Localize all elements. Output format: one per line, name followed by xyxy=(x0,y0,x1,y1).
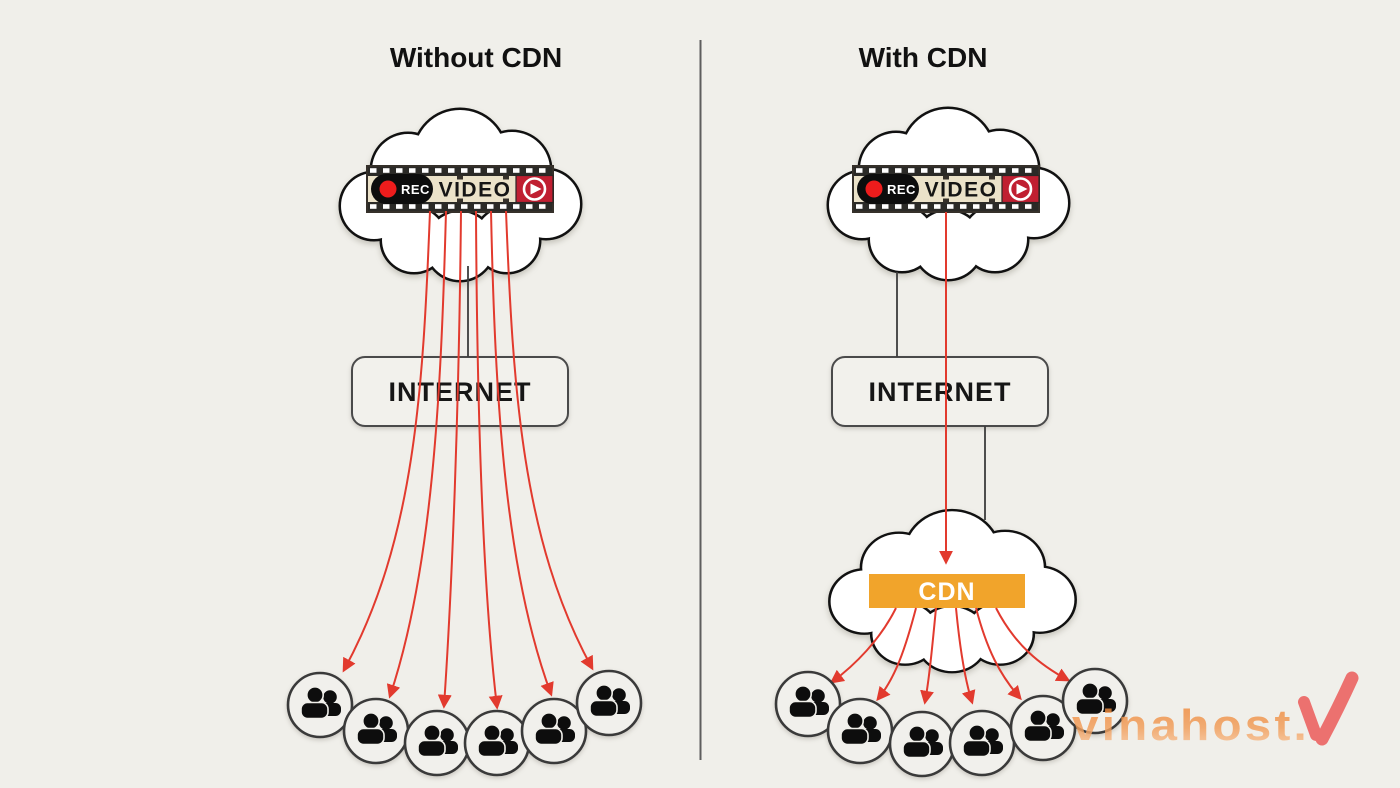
edge-arrow xyxy=(975,607,1022,701)
watermark-check-icon xyxy=(1298,671,1359,746)
user-group-icon xyxy=(577,671,641,735)
cdn-cloud: CDN xyxy=(831,511,1075,671)
left-origin-cloud: REC VIDEO xyxy=(341,110,580,280)
video-label: VIDEO xyxy=(925,179,998,202)
edge-arrow xyxy=(920,607,937,705)
left-internet-node: INTERNET xyxy=(351,356,569,427)
video-label: VIDEO xyxy=(439,179,512,202)
rec-dot-icon xyxy=(865,180,883,198)
rec-label: REC xyxy=(401,182,430,197)
cdn-label: CDN xyxy=(918,578,975,606)
rec-badge: REC xyxy=(371,174,433,204)
rec-dot-icon xyxy=(379,180,397,198)
left-video-film-strip: REC VIDEO xyxy=(365,164,555,214)
cdn-edge-arrows xyxy=(829,607,1071,705)
user-group-icon xyxy=(950,711,1014,775)
stream-arrow xyxy=(386,210,447,699)
internet-label: INTERNET xyxy=(389,377,532,407)
rec-badge: REC xyxy=(857,174,919,204)
stream-arrow xyxy=(505,210,594,671)
edge-arrow xyxy=(876,607,917,702)
internet-label: INTERNET xyxy=(869,377,1012,407)
right-internet-node: INTERNET xyxy=(831,356,1049,427)
right-panel-title: With CDN xyxy=(859,42,988,73)
watermark: vinahost. xyxy=(1072,671,1359,750)
user-group-icon xyxy=(288,673,352,737)
edge-arrow xyxy=(995,607,1071,682)
user-group-icon xyxy=(405,711,469,775)
stream-arrow xyxy=(475,210,503,710)
user-group-icon xyxy=(344,699,408,763)
right-video-film-strip: REC VIDEO xyxy=(851,164,1041,214)
stream-arrow xyxy=(437,210,462,709)
user-group-icon xyxy=(465,711,529,775)
stream-arrow xyxy=(342,210,431,673)
user-group-icon xyxy=(890,712,954,776)
user-group-icon xyxy=(828,699,892,763)
stream-arrow xyxy=(490,210,554,697)
rec-label: REC xyxy=(887,182,916,197)
watermark-text: vinahost. xyxy=(1072,701,1310,750)
left-stream-arrows xyxy=(342,210,594,710)
edge-arrow xyxy=(829,607,897,684)
cdn-box xyxy=(869,574,1025,608)
right-origin-cloud: REC VIDEO xyxy=(829,109,1068,279)
edge-arrow xyxy=(955,607,976,705)
left-panel-title: Without CDN xyxy=(390,42,562,73)
